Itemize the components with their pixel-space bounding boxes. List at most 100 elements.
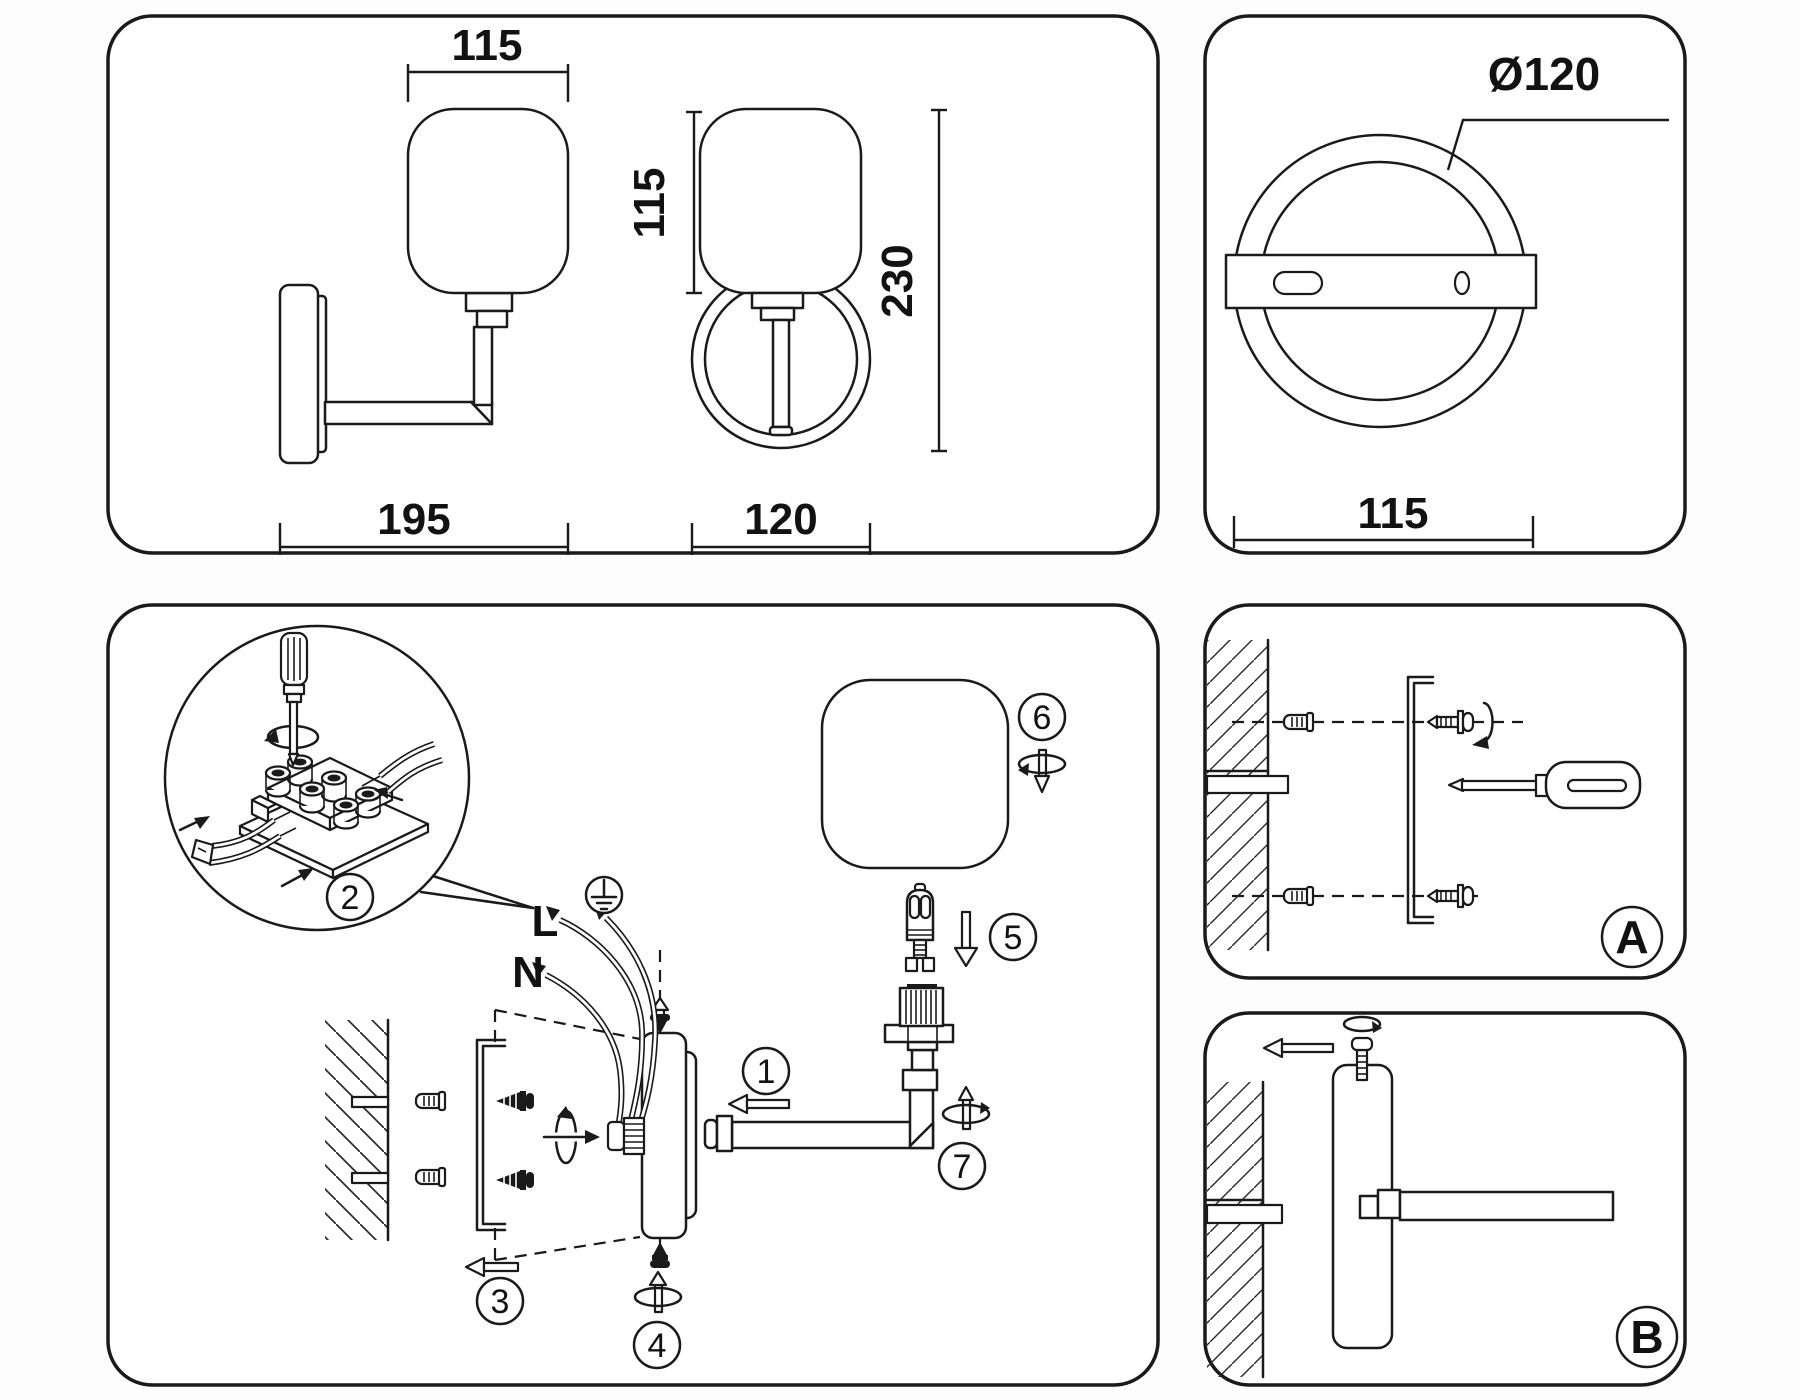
backplate-screw-bottom bbox=[633, 1238, 683, 1314]
arm-hex-nut bbox=[715, 1114, 734, 1153]
mounting-bracket bbox=[475, 1038, 507, 1232]
screw-in-rotation-icon bbox=[542, 1106, 600, 1165]
rotation-arrow-icon bbox=[633, 1286, 683, 1308]
step-6-number: 6 bbox=[1033, 699, 1052, 737]
arrow-down-icon bbox=[953, 946, 979, 968]
arrow-down-icon bbox=[1033, 774, 1051, 794]
detail-b-letter: B bbox=[1630, 1311, 1663, 1363]
detail-wires bbox=[190, 741, 443, 866]
panel-assembly-steps: 2 bbox=[106, 603, 1160, 1387]
bulb-g9-icon bbox=[904, 882, 936, 973]
rotation-arc-icon bbox=[1472, 701, 1494, 749]
arm-horizontal bbox=[323, 400, 494, 426]
ground-icon bbox=[584, 875, 624, 915]
step-7-rotation-icon bbox=[941, 1085, 991, 1131]
dim-label-overall-height: 230 bbox=[873, 244, 922, 317]
stem-cap bbox=[768, 425, 794, 437]
socket-neck-front-lower bbox=[759, 306, 796, 322]
rotation-arrow-icon bbox=[1342, 1015, 1382, 1033]
mounting-bracket-side bbox=[1406, 675, 1435, 925]
socket-neck-front-upper bbox=[750, 291, 805, 310]
mains-wires bbox=[532, 904, 659, 1129]
step-7-number: 7 bbox=[953, 1148, 972, 1186]
step-1-arrow bbox=[727, 1093, 791, 1115]
dim-label-front-width: 120 bbox=[744, 495, 817, 544]
wire-arrow bbox=[532, 962, 546, 977]
slide-left-arrow bbox=[1262, 1037, 1335, 1059]
top-screw bbox=[1342, 1015, 1382, 1082]
dim-label-shade-height: 115 bbox=[625, 168, 674, 239]
wall-plate bbox=[278, 283, 320, 465]
wall-section bbox=[1207, 1080, 1265, 1379]
arrow-icon bbox=[298, 868, 314, 881]
wall-anchor-icon bbox=[414, 1166, 447, 1188]
mounting-slot bbox=[1272, 270, 1324, 296]
detail-arrows bbox=[178, 787, 404, 888]
socket-hex-flange bbox=[883, 1023, 955, 1044]
bracket-ledge bbox=[1205, 1203, 1284, 1225]
panel-border bbox=[106, 14, 1160, 555]
arrow-up-icon bbox=[957, 1085, 975, 1102]
step-7-badge: 7 bbox=[937, 1141, 987, 1191]
panel-detail-a: A bbox=[1203, 603, 1687, 980]
screwdriver-icon bbox=[264, 631, 320, 767]
panel-detail-b: B bbox=[1203, 1011, 1687, 1387]
socket-neck-upper bbox=[464, 291, 514, 313]
step-3-number: 3 bbox=[491, 1283, 510, 1321]
wiring-detail-circle: 2 bbox=[163, 624, 535, 932]
panel-dimension-views: 115 115 195 bbox=[106, 14, 1160, 555]
arm-thread-tip bbox=[703, 1118, 719, 1150]
arm-side bbox=[1358, 1188, 1615, 1222]
wall-section bbox=[325, 1018, 390, 1242]
step-2-badge: 2 bbox=[325, 872, 375, 922]
wall-hatch bbox=[1207, 640, 1268, 950]
wire-arrow bbox=[546, 906, 560, 921]
wall-anchor-icon bbox=[1282, 885, 1315, 907]
detail-b-badge: B bbox=[1615, 1305, 1679, 1369]
step-4-badge: 4 bbox=[632, 1320, 682, 1370]
magnifier-tail-upper bbox=[431, 874, 535, 910]
arrow-up-icon bbox=[648, 1270, 668, 1287]
dim-shade-width: 115 bbox=[406, 21, 570, 102]
step-5-arrow bbox=[953, 910, 979, 968]
lamp-arm bbox=[703, 1088, 935, 1153]
wire-label-live: L bbox=[532, 897, 559, 946]
step-6-rotation-icon bbox=[1017, 748, 1067, 794]
dim-diameter: Ø120 bbox=[1446, 48, 1669, 171]
dim-shade-height: 115 bbox=[625, 110, 702, 295]
dim-overall-height: 230 bbox=[873, 108, 947, 453]
shade-step6 bbox=[820, 678, 1010, 870]
wall-anchor-icon bbox=[414, 1090, 447, 1112]
step-3-badge: 3 bbox=[475, 1276, 525, 1326]
screwdriver-icon bbox=[1447, 760, 1642, 810]
stem-front bbox=[771, 318, 791, 429]
elbow-chamfer bbox=[908, 1122, 934, 1148]
backplate bbox=[640, 1031, 688, 1240]
step-5-number: 5 bbox=[1004, 919, 1023, 957]
panel-backplate-dimensions: Ø120 115 bbox=[1203, 14, 1687, 555]
wall-section bbox=[1207, 638, 1270, 952]
terminal-nut bbox=[606, 1120, 626, 1152]
arm-stem bbox=[472, 325, 494, 407]
dim-bracket-width: 115 bbox=[1232, 489, 1535, 548]
wall-anchor-icon bbox=[1282, 711, 1315, 733]
step-4-number: 4 bbox=[648, 1327, 667, 1365]
arrow-icon bbox=[374, 787, 388, 799]
detail-a-badge: A bbox=[1600, 905, 1664, 969]
wall-hole bbox=[350, 1171, 390, 1185]
lamp-side-view bbox=[278, 107, 570, 465]
lamp-shade bbox=[406, 107, 570, 295]
step-5-badge: 5 bbox=[988, 912, 1038, 962]
lamp-front-view bbox=[690, 107, 872, 450]
wire-ferrule bbox=[622, 1116, 646, 1156]
wall-hatch bbox=[325, 1020, 388, 1240]
wire-twisted-end bbox=[190, 838, 215, 866]
projection-lines bbox=[493, 1008, 641, 1262]
step-2-number: 2 bbox=[341, 879, 360, 917]
dim-label-bracket-width: 115 bbox=[1358, 489, 1429, 538]
step-6-badge: 6 bbox=[1017, 692, 1067, 742]
wire-label-neutral: N bbox=[512, 948, 544, 997]
dim-label-depth: 195 bbox=[377, 495, 450, 544]
